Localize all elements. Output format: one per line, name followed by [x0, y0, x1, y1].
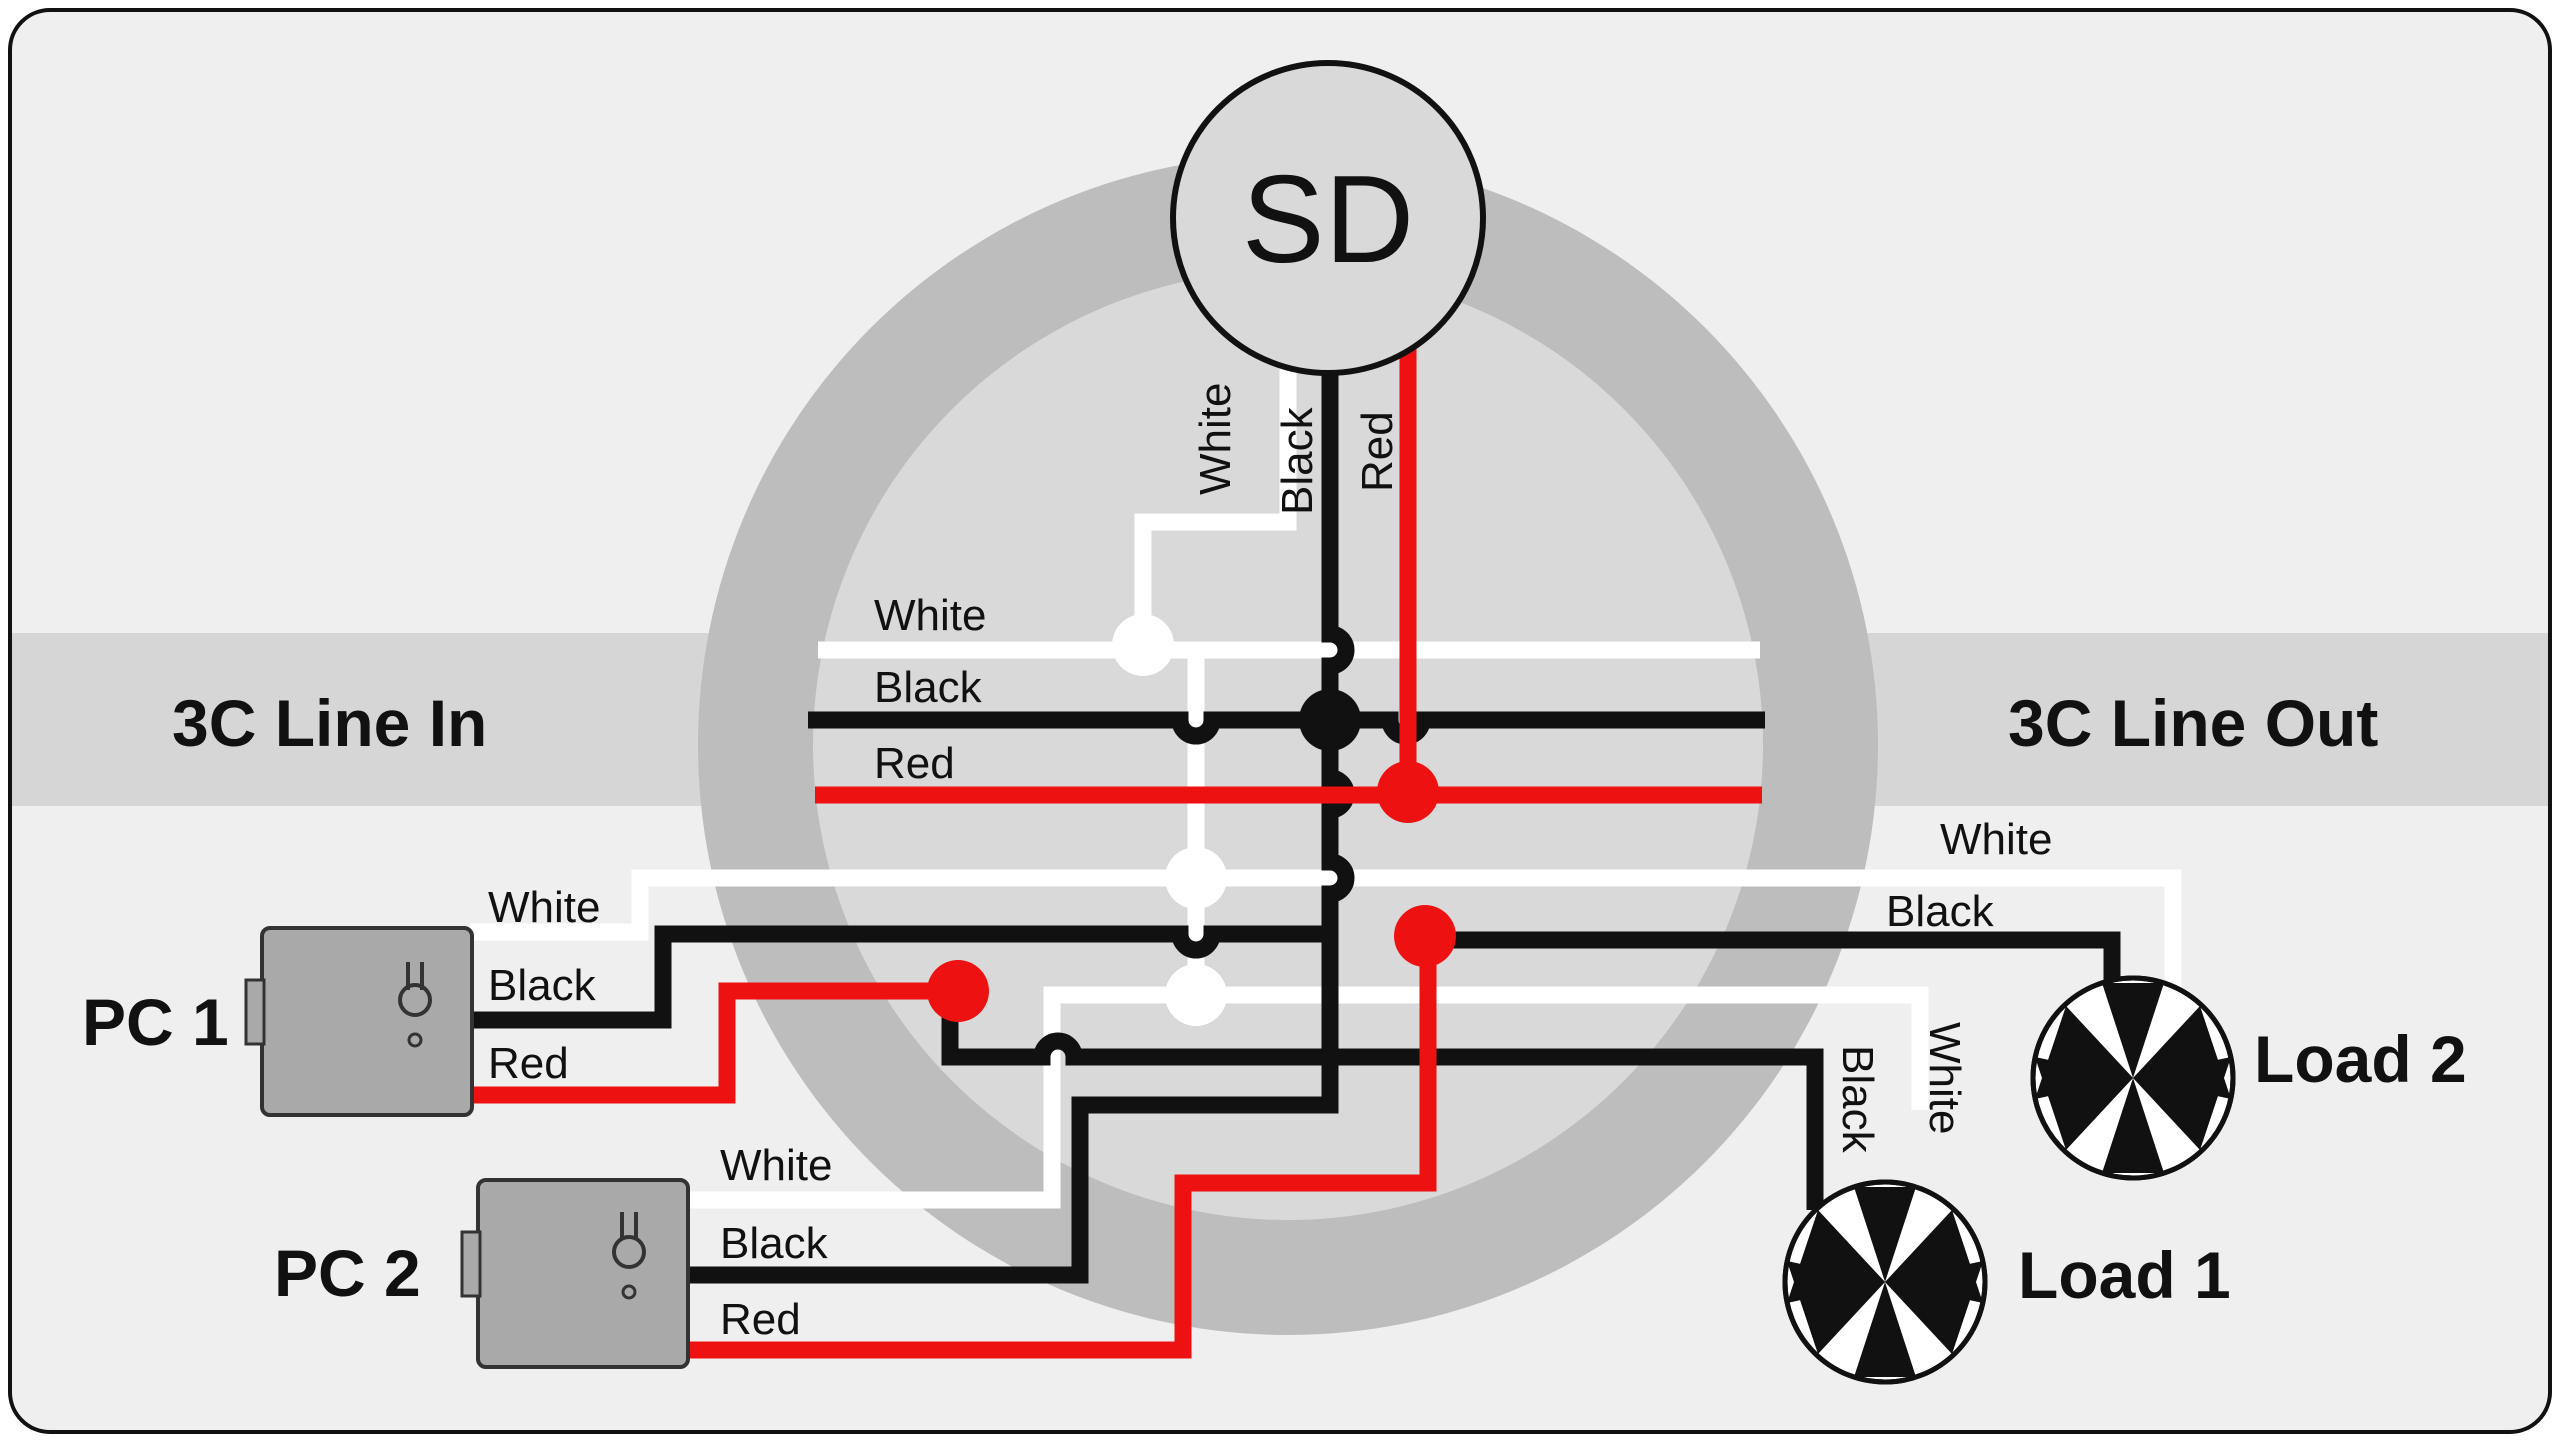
junction-dot [927, 960, 989, 1022]
pc2-label: PC 2 [274, 1236, 421, 1310]
line-white-label: White [874, 591, 986, 640]
red-junctions [927, 761, 1456, 1022]
pc1-white-label: White [488, 883, 600, 932]
load2-pattern-icon [2035, 983, 2231, 1173]
sd-white-label: White [1191, 383, 1240, 495]
white-junctions [1112, 614, 1227, 1026]
pc1-sensor-icon [398, 962, 433, 1017]
pc1-black-label: Black [488, 961, 597, 1010]
line-in-label: 3C Line In [172, 686, 487, 760]
sd-red-label: Red [1353, 411, 1402, 492]
load2-black-label: Black [1886, 887, 1995, 936]
junction-dot [1394, 905, 1456, 967]
load1-white-label: White [1920, 1022, 1969, 1134]
load1-label: Load 1 [2018, 1238, 2231, 1312]
load1-ring [1782, 1179, 1988, 1385]
pc1-device [244, 926, 474, 1117]
white-wires [470, 345, 2182, 1209]
pc1-tab [244, 978, 266, 1046]
pc2-white-label: White [720, 1141, 832, 1190]
load2-white-label: White [1940, 815, 2052, 864]
load1-black-wire [941, 1000, 1824, 1210]
load2-device [2030, 975, 2236, 1181]
pc1-red-wire [470, 982, 958, 1104]
junction-dot [1112, 614, 1174, 676]
junction-dot [1165, 964, 1227, 1026]
sd-device [1170, 60, 1486, 376]
load2-label: Load 2 [2254, 1022, 2467, 1096]
pc2-tab [460, 1230, 482, 1298]
line-black-label: Black [874, 663, 983, 712]
load1-white-wire [680, 986, 1929, 1209]
pc2-device [460, 1178, 690, 1369]
load1-device [1782, 1179, 1988, 1385]
sd-label: SD [1242, 151, 1414, 289]
line-red-label: Red [874, 739, 955, 788]
load1-black-label: Black [1833, 1045, 1882, 1154]
pc1-white-wire [470, 869, 2182, 990]
load1-pattern-icon [1787, 1187, 1983, 1377]
junction-dot [1377, 761, 1439, 823]
junction-dot [1165, 847, 1227, 909]
red-wires [470, 345, 1762, 1359]
sd-black-label: Black [1273, 406, 1322, 515]
pc2-red-label: Red [720, 1295, 801, 1344]
pc1-black-wire [470, 925, 1330, 1029]
pc2-housing [476, 1178, 690, 1369]
line-out-label: 3C Line Out [2008, 686, 2378, 760]
pc1-label: PC 1 [82, 985, 229, 1059]
load2-black-wire [1425, 931, 2121, 990]
pc2-black-label: Black [720, 1219, 829, 1268]
sd-white-wire [1134, 345, 1297, 645]
pc1-housing [260, 926, 474, 1117]
load2-ring [2030, 975, 2236, 1181]
pc1-red-label: Red [488, 1039, 569, 1088]
pc2-dot-icon [621, 1284, 637, 1300]
pc2-sensor-icon [612, 1212, 647, 1269]
pc1-dot-icon [407, 1032, 423, 1048]
junction-inner [813, 270, 1763, 1220]
black-junction [1299, 689, 1361, 751]
pc2-red-wire [688, 936, 1437, 1359]
